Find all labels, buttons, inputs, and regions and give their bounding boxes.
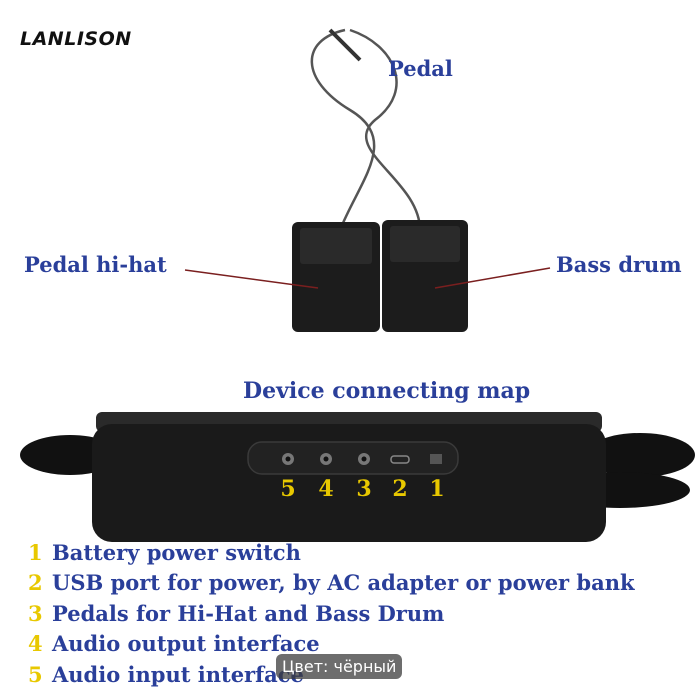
legend-number: 4 [28,631,43,656]
port-1-switch [430,454,442,464]
brand-logo: LANLISON [20,28,132,50]
port-number: 2 [392,476,408,502]
port-number: 5 [280,476,296,502]
legend-text: Audio input interface [52,662,304,687]
port-number: 4 [318,476,334,502]
drum-pad-right [585,433,695,477]
bass-pointer [434,267,551,289]
port-2-usb [390,455,410,464]
legend-item: 5 Audio input interface [28,662,304,687]
legend-text: Audio output interface [52,631,320,656]
bass-drum-label: Bass drum [556,252,682,277]
legend-item: 1 Battery power switch [28,540,301,565]
pedal-hihat-label: Pedal hi-hat [24,252,167,277]
legend-item: 2 USB port for power, by AC adapter or po… [28,570,635,595]
pedal-cable-left [310,28,376,231]
legend-text: USB port for power, by AC adapter or pow… [52,570,635,595]
legend-item: 4 Audio output interface [28,631,320,656]
color-badge: Цвет: чёрный [276,654,403,679]
legend-number: 3 [28,601,43,626]
legend-text: Pedals for Hi-Hat and Bass Drum [52,601,445,626]
device-body [92,424,606,542]
legend-number: 1 [28,540,43,565]
hihat-pointer [184,269,319,289]
port-panel [247,441,459,475]
hihat-pedal-top [300,228,372,264]
legend-item: 3 Pedals for Hi-Hat and Bass Drum [28,601,444,626]
bass-pedal-top [390,226,460,262]
map-title: Device connecting map [243,378,531,404]
legend-text: Battery power switch [52,540,301,565]
legend-number: 2 [28,570,43,595]
pedal-cable-right [349,28,422,231]
port-number: 1 [429,476,445,502]
pedal-label: Pedal [388,56,453,81]
legend-number: 5 [28,662,43,687]
cable-plug [328,28,362,62]
port-number: 3 [356,476,372,502]
